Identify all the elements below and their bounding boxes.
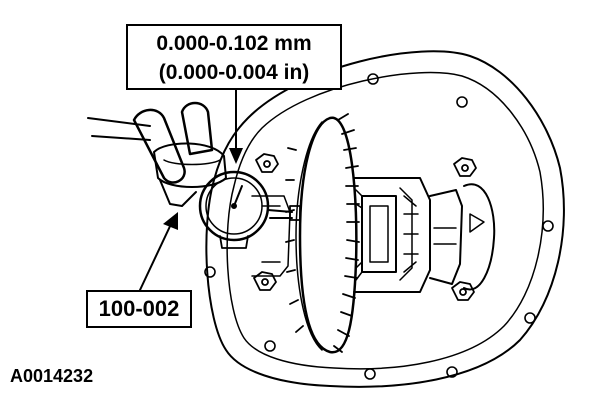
clearance-spec-callout: 0.000-0.102 mm (0.000-0.004 in) bbox=[126, 24, 342, 90]
tool-number-callout: 100-002 bbox=[86, 290, 192, 328]
tool-number-label: 100-002 bbox=[98, 296, 180, 321]
spec-mm-label: 0.000-0.102 mm bbox=[156, 32, 312, 55]
housing-bolts bbox=[204, 73, 554, 380]
ring-gear bbox=[285, 113, 360, 354]
spec-arrowhead bbox=[229, 148, 243, 164]
tool-leader-line bbox=[139, 221, 173, 291]
bearing-caps bbox=[429, 183, 496, 291]
cap-bolts bbox=[253, 153, 477, 301]
dial-indicator-mount bbox=[87, 101, 227, 207]
housing-inner-outline bbox=[226, 71, 544, 370]
housing-outline bbox=[205, 50, 565, 388]
spec-in-label: (0.000-0.004 in) bbox=[158, 61, 310, 84]
pinion-area bbox=[251, 195, 291, 277]
dial-indicator bbox=[198, 170, 301, 249]
figure-id: A0014232 bbox=[10, 366, 94, 386]
differential-case bbox=[353, 177, 431, 293]
tool-arrowhead bbox=[163, 212, 178, 230]
